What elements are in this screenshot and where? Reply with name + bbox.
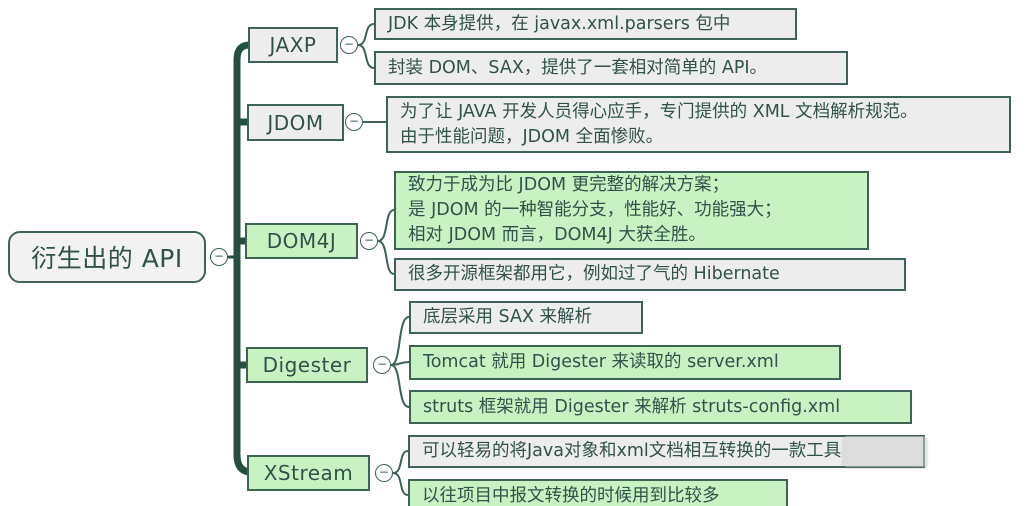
- watermark-overlay: [843, 436, 927, 467]
- leaf-node[interactable]: 可以轻易的将Java对象和xml文档相互转换的一款工具: [408, 435, 925, 468]
- leaf-text: 底层采用 SAX 来解析: [423, 307, 593, 327]
- connector-xstream-leaf-1: [392, 450, 409, 474]
- branch-node-dom4j[interactable]: DOM4J: [245, 223, 358, 259]
- connector-jaxp-leaf-2: [357, 44, 375, 69]
- leaf-text: struts 框架就用 Digester 来解析 struts-config.x…: [423, 396, 841, 417]
- collapse-toggle-xstream[interactable]: −: [375, 464, 393, 482]
- leaf-node[interactable]: 封装 DOM、SAX，提供了一套相对简单的 API。: [374, 51, 848, 85]
- leaf-text: 为了让 JAVA 开发人员得心应手，专门提供的 XML 文档解析规范。 由于性能…: [400, 101, 918, 147]
- leaf-node[interactable]: 以往项目中报文转换的时候用到比较多: [408, 479, 788, 506]
- connector-jaxp-leaf-1: [357, 23, 375, 46]
- collapse-toggle-root[interactable]: −: [210, 248, 228, 266]
- branch-label: DOM4J: [266, 229, 337, 253]
- leaf-text: 封装 DOM、SAX，提供了一套相对简单的 API。: [388, 57, 768, 78]
- branch-node-jdom[interactable]: JDOM: [247, 104, 344, 141]
- leaf-text: 致力于成为比 JDOM 更完整的解决方案； 是 JDOM 的一种智能分支，性能好…: [408, 175, 782, 245]
- collapse-toggle-dom4j[interactable]: −: [360, 232, 378, 250]
- root-label: 衍生出的 API: [31, 244, 183, 273]
- connector-digester-leaf-3: [390, 364, 410, 408]
- connector-xstream-leaf-2: [392, 472, 409, 496]
- leaf-text: 以往项目中报文转换的时候用到比较多: [422, 485, 720, 506]
- collapse-toggle-jdom[interactable]: −: [345, 113, 363, 131]
- branch-label: Digester: [262, 353, 352, 377]
- branch-label: JAXP: [269, 33, 317, 57]
- leaf-node[interactable]: struts 框架就用 Digester 来解析 struts-config.x…: [409, 390, 912, 424]
- connector-digester-leaf-2: [390, 361, 410, 366]
- collapse-toggle-digester[interactable]: −: [373, 356, 391, 374]
- connector-digester-leaf-1: [390, 316, 410, 366]
- leaf-node[interactable]: 为了让 JAVA 开发人员得心应手，专门提供的 XML 文档解析规范。 由于性能…: [386, 96, 1011, 153]
- leaf-node[interactable]: 底层采用 SAX 来解析: [409, 301, 643, 334]
- branch-node-digester[interactable]: Digester: [246, 347, 368, 383]
- leaf-text: JDK 本身提供，在 javax.xml.parsers 包中: [388, 13, 731, 34]
- leaf-node[interactable]: Tomcat 就用 Digester 来读取的 server.xml: [409, 345, 841, 380]
- root-node[interactable]: 衍生出的 API: [8, 231, 206, 283]
- leaf-node[interactable]: JDK 本身提供，在 javax.xml.parsers 包中: [374, 8, 797, 40]
- branch-node-jaxp[interactable]: JAXP: [248, 27, 338, 63]
- connector-dom4j-leaf-1: [377, 209, 395, 242]
- connector-dom4j-leaf-2: [377, 240, 395, 275]
- branch-label: JDOM: [267, 110, 324, 135]
- leaf-text: 很多开源框架都用它，例如过了气的 Hibernate: [408, 264, 780, 284]
- branch-node-xstream[interactable]: XStream: [247, 455, 370, 491]
- leaf-node[interactable]: 致力于成为比 JDOM 更完整的解决方案； 是 JDOM 的一种智能分支，性能好…: [394, 171, 869, 250]
- leaf-text: 可以轻易的将Java对象和xml文档相互转换的一款工具: [422, 441, 842, 461]
- branch-label: XStream: [263, 461, 354, 485]
- collapse-toggle-jaxp[interactable]: −: [340, 36, 358, 54]
- leaf-text: Tomcat 就用 Digester 来读取的 server.xml: [423, 352, 779, 372]
- leaf-node[interactable]: 很多开源框架都用它，例如过了气的 Hibernate: [394, 258, 906, 291]
